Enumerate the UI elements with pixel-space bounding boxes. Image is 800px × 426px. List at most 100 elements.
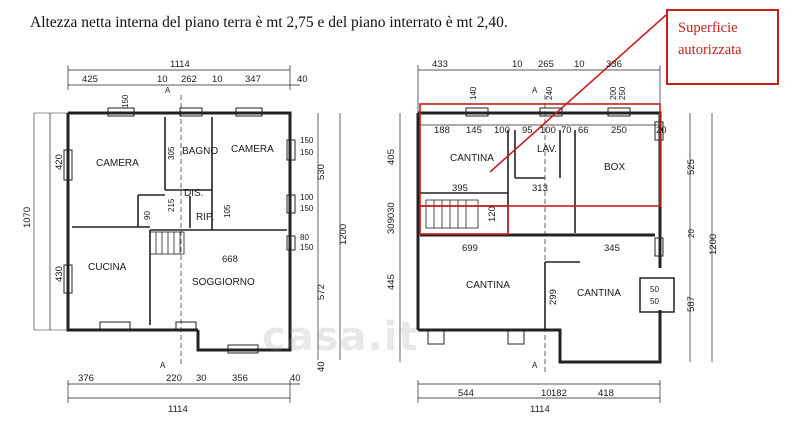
gf-dim-inner-668: 668 — [222, 254, 238, 265]
gf-dim-window-100a: 100 — [300, 193, 314, 202]
bs-dim-top-d: 10 — [574, 59, 585, 70]
annotation-line-1: Superficie — [678, 20, 738, 36]
room-label-cucina: CUCINA — [88, 262, 127, 273]
gf-dim-top-e: 347 — [245, 74, 261, 85]
bs-dim-overall-bottom: 1114 — [530, 404, 550, 415]
ground-floor-labels: CAMERA BAGNO CAMERA DIS. RIP. CUCINA SOG… — [22, 59, 349, 415]
bs-dim-top-a: 433 — [432, 59, 448, 70]
bs-dim-bottom-d: 418 — [598, 388, 614, 399]
room-label-dis: DIS. — [184, 188, 203, 199]
gf-dim-bottom-c: 30 — [196, 373, 207, 384]
gf-dim-bottom-b: 220 — [166, 373, 182, 384]
bs-dim-left-a: 405 — [386, 149, 397, 165]
bs-section-marker-top: A — [532, 86, 538, 95]
gf-dim-inner-105: 105 — [223, 204, 232, 218]
gf-dim-top-f: 40 — [297, 74, 308, 85]
bs-dim-bottom-a: 544 — [458, 388, 474, 399]
basement-windows — [427, 107, 664, 345]
bs-dim-row-a: 188 — [434, 125, 450, 136]
basement-pillar — [639, 277, 675, 313]
bs-dim-right-d: 20 — [687, 229, 696, 238]
gf-section-marker-bottom: A — [160, 361, 166, 370]
ground-floor-windows — [63, 107, 296, 354]
bs-dim-pillar-b: 50 — [650, 297, 659, 306]
gf-dim-top-d: 10 — [212, 74, 223, 85]
authorized-area-annotation: Superficie autorizzata — [666, 9, 779, 85]
ground-floor-stairs — [149, 231, 185, 255]
gf-section-marker-top: A — [165, 86, 171, 95]
basement-dimension-lines — [399, 65, 713, 403]
floor-height-caption: Altezza netta interna del piano terra è … — [30, 14, 508, 31]
room-label-lav: LAV. — [537, 144, 557, 155]
gf-dim-window-100b: 150 — [300, 204, 314, 213]
bs-dim-mid-c: 120 — [487, 206, 498, 222]
room-label-camera-right: CAMERA — [231, 144, 274, 155]
basement-inner-walls — [420, 130, 580, 330]
bs-dim-bottom-c: 10 — [541, 388, 552, 399]
bs-dim-row-e: 100 — [540, 125, 556, 136]
bs-dim-right-b: 1200 — [708, 234, 719, 255]
gf-dim-top-a: 425 — [82, 74, 98, 85]
gf-dim-bottom-e: 40 — [290, 373, 301, 384]
bs-dim-mid-a: 395 — [452, 183, 468, 194]
bs-dim-top-b: 10 — [512, 59, 523, 70]
bs-dim-pillar-a: 50 — [650, 285, 659, 294]
gf-dim-overall-bottom: 1114 — [168, 404, 188, 415]
room-label-cantina-left: CANTINA — [466, 280, 510, 291]
room-label-cantina-right: CANTINA — [577, 288, 621, 299]
bs-dim-window-200: 200 — [609, 86, 618, 100]
gf-dim-bottom-d: 356 — [232, 373, 248, 384]
room-label-camera-left: CAMERA — [96, 158, 139, 169]
gf-dim-overall-top: 1114 — [170, 59, 190, 70]
gf-dim-inner-305: 305 — [167, 146, 176, 160]
bs-dim-row-c: 100 — [494, 125, 510, 136]
gf-dim-bottom-a: 376 — [78, 373, 94, 384]
bs-dim-lower-a: 699 — [462, 243, 478, 254]
bs-dim-row-d: 95 — [522, 125, 533, 136]
bs-dim-top-e: 336 — [606, 59, 622, 70]
basement-stairs — [425, 199, 479, 229]
gf-dim-right-b: 572 — [316, 284, 327, 300]
watermark-logo: casa.it — [262, 314, 419, 360]
basement-labels: CANTINA LAV. BOX CANTINA CANTINA 433 10 … — [386, 59, 719, 415]
bs-dim-window-250: 250 — [618, 86, 627, 100]
room-label-cantina-top: CANTINA — [450, 153, 494, 164]
gf-dim-top-b: 10 — [157, 74, 168, 85]
gf-dim-right-total: 1200 — [338, 224, 349, 245]
gf-dim-left-a: 420 — [54, 154, 65, 170]
bs-dim-right-c: 587 — [686, 296, 697, 312]
bs-dim-window-240: 240 — [545, 86, 554, 100]
gf-dim-top-c: 262 — [181, 74, 197, 85]
ground-floor-plan — [33, 65, 341, 403]
gf-dim-window-150a: 150 — [300, 136, 314, 145]
bs-dim-lower-b: 345 — [604, 243, 620, 254]
bs-dim-mid-b: 313 — [532, 183, 548, 194]
gf-dim-inner-90: 90 — [143, 211, 152, 220]
bs-dim-row-b: 145 — [466, 125, 482, 136]
gf-dim-right-c: 40 — [316, 361, 327, 372]
ground-floor-inner-walls — [72, 117, 287, 325]
bs-dim-row-f: 70 — [561, 125, 572, 136]
bs-dim-window-140: 140 — [469, 86, 478, 100]
bs-dim-row-i: 20 — [656, 125, 667, 136]
bs-dim-left-c: 445 — [386, 274, 397, 290]
ground-floor-wall-hatch — [33, 112, 68, 331]
gf-dim-left-b: 430 — [54, 266, 65, 282]
room-label-bagno: BAGNO — [182, 146, 218, 157]
gf-dim-window-150c: 150 — [300, 243, 314, 252]
gf-dim-inner-215: 215 — [167, 198, 176, 212]
room-label-rip: RIP. — [196, 212, 214, 223]
bs-dim-right-a: 525 — [686, 159, 697, 175]
bs-dim-row-h: 250 — [611, 125, 627, 136]
gf-dim-window-150: 150 — [121, 94, 130, 108]
room-label-box: BOX — [604, 162, 625, 173]
ground-floor-dimension-lines — [49, 65, 341, 403]
gf-dim-window-150b: 150 — [300, 148, 314, 157]
bs-dim-inner-299: 299 — [548, 289, 559, 305]
gf-dim-left-total: 1070 — [22, 207, 33, 228]
bs-dim-top-c: 265 — [538, 59, 554, 70]
room-label-soggiorno: SOGGIORNO — [192, 277, 255, 288]
bs-dim-bottom-b: 182 — [551, 388, 567, 399]
bs-section-marker-bottom: A — [532, 361, 538, 370]
